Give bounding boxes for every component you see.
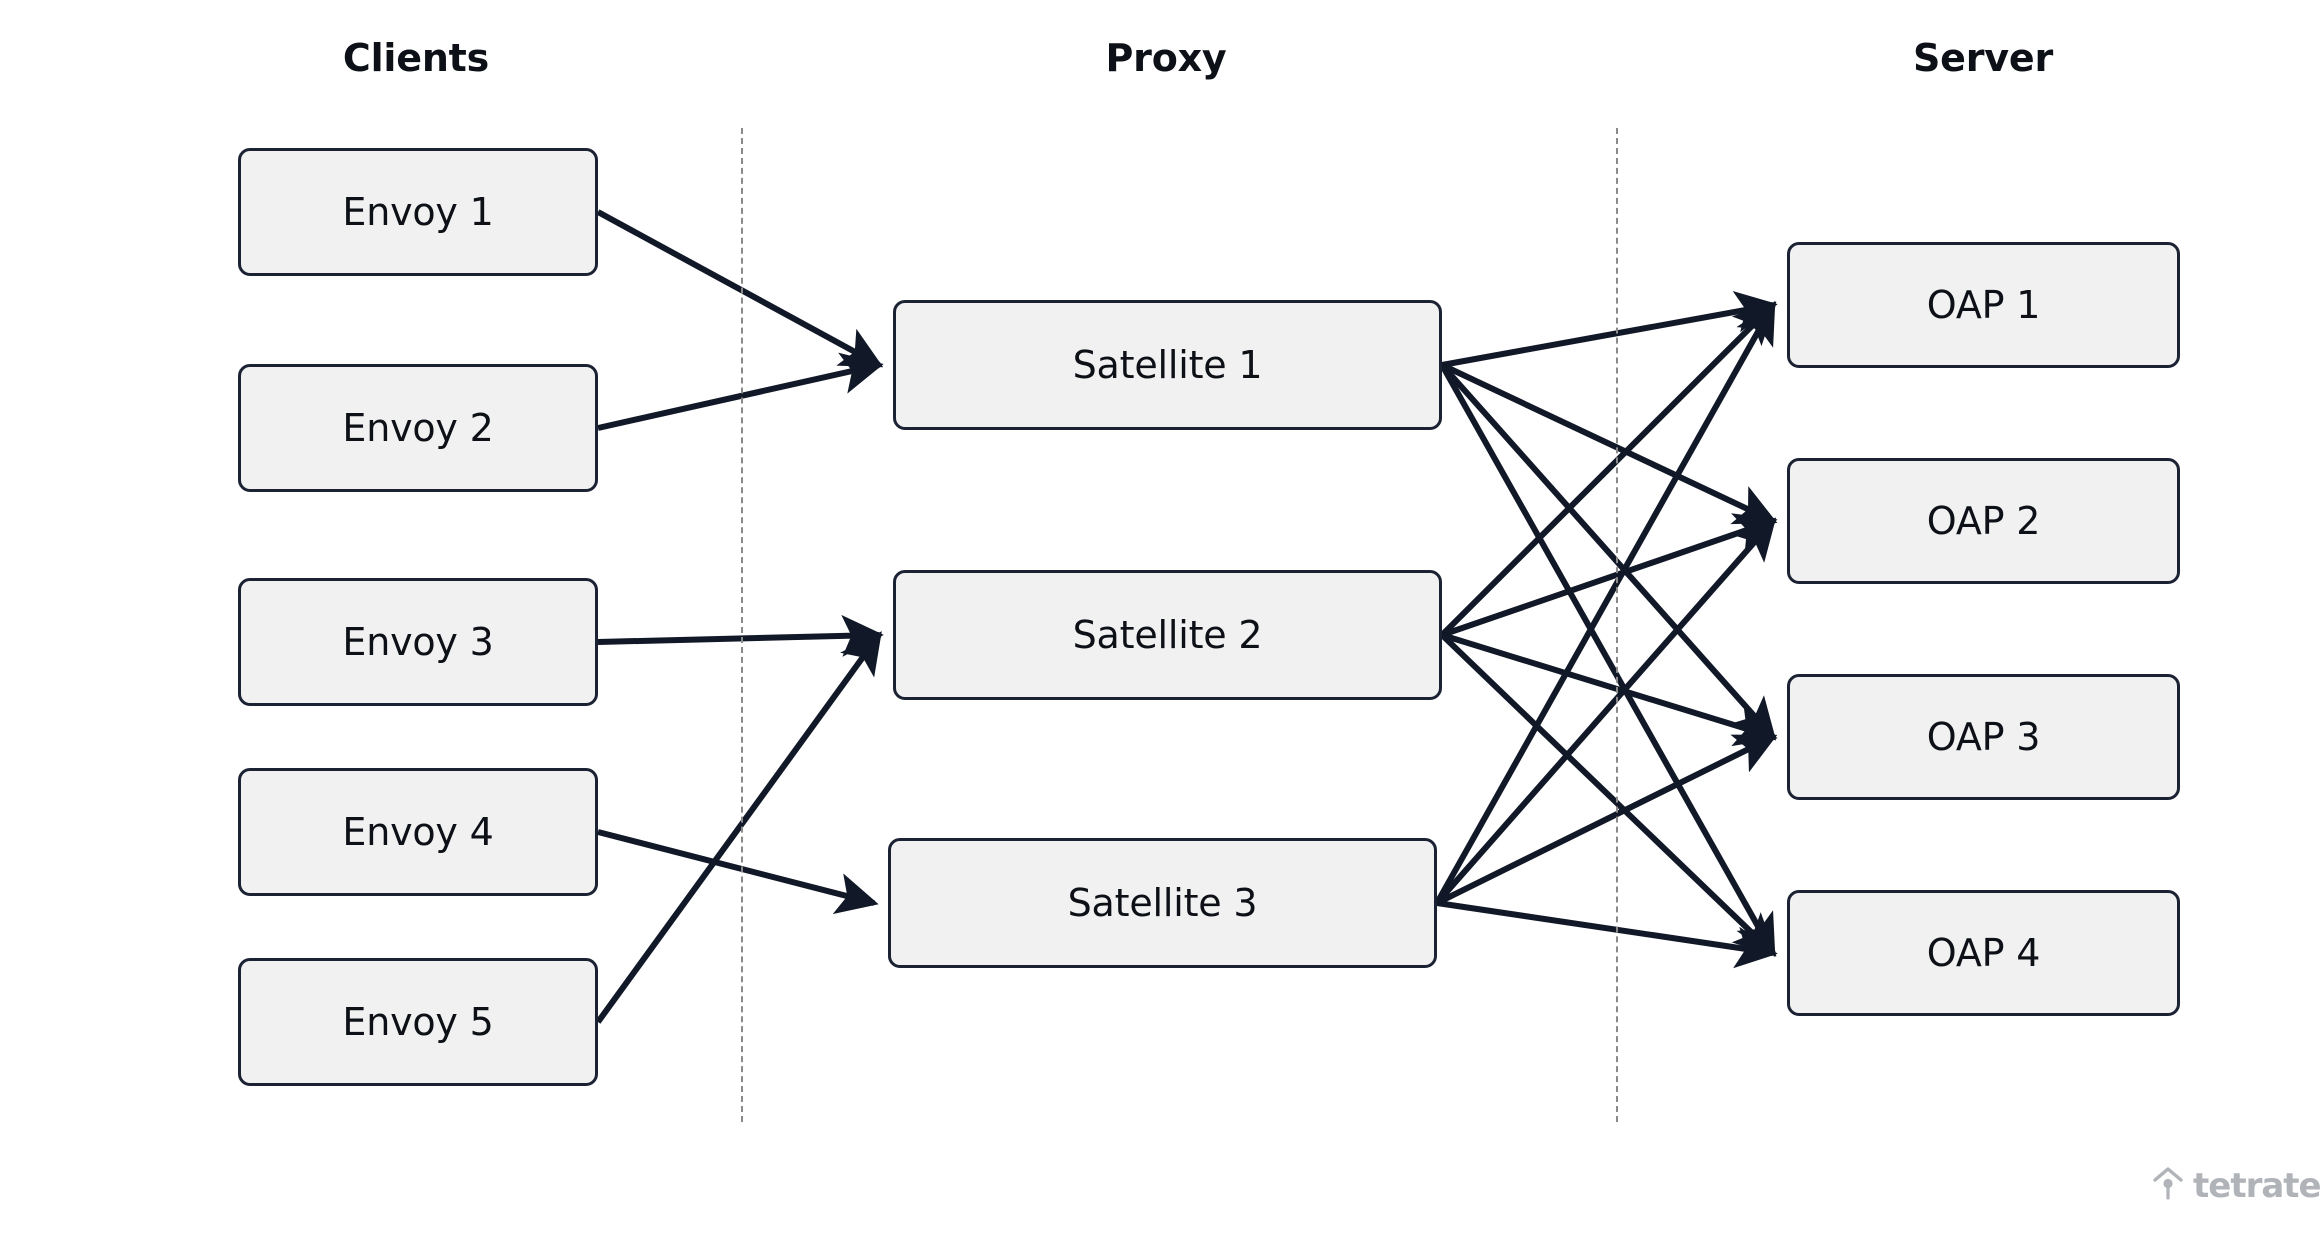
node-envoy-1-label: Envoy 1 [342,190,494,234]
node-oap-4-label: OAP 4 [1926,931,2041,975]
edge-satellite-1-to-oap-3 [1439,363,1777,741]
tetrate-logo-icon [2153,1167,2183,1205]
edge-envoy-4-to-satellite-3 [597,829,879,915]
edge-satellite-2-to-oap-2 [1441,513,1778,638]
edge-satellite-1-to-oap-1 [1441,290,1778,368]
proxy-server-divider [1616,128,1618,1122]
edge-satellite-3-to-oap-4 [1436,900,1778,969]
node-oap-4[interactable]: OAP 4 [1787,890,2180,1016]
edge-satellite-2-to-oap-4 [1439,632,1777,957]
node-envoy-3-label: Envoy 3 [342,620,494,664]
edge-envoy-2-to-satellite-1 [597,352,884,431]
edge-satellite-3-to-oap-3 [1435,734,1778,906]
edge-envoy-3-to-satellite-2 [597,614,884,657]
edge-envoy-5-to-satellite-2 [595,631,882,1024]
node-envoy-4[interactable]: Envoy 4 [238,768,598,896]
edge-satellite-2-to-oap-3 [1441,632,1778,747]
node-satellite-3[interactable]: Satellite 3 [888,838,1437,968]
edge-satellite-2-to-oap-1 [1439,301,1777,638]
node-envoy-3[interactable]: Envoy 3 [238,578,598,706]
column-title-clients: Clients [342,36,490,80]
edge-satellite-1-to-oap-2 [1440,362,1778,525]
edge-envoy-1-to-satellite-1 [596,209,884,368]
edge-satellite-1-to-oap-4 [1439,363,1776,958]
node-envoy-2[interactable]: Envoy 2 [238,364,598,492]
node-satellite-2[interactable]: Satellite 2 [893,570,1442,700]
edge-satellite-3-to-oap-1 [1434,300,1776,905]
node-oap-1-label: OAP 1 [1926,283,2041,327]
node-envoy-2-label: Envoy 2 [342,406,494,450]
node-satellite-1[interactable]: Satellite 1 [893,300,1442,430]
node-satellite-2-label: Satellite 2 [1072,613,1263,657]
node-oap-1[interactable]: OAP 1 [1787,242,2180,368]
node-oap-2[interactable]: OAP 2 [1787,458,2180,584]
tetrate-brand-text: tetrate [2193,1166,2322,1206]
column-title-proxy: Proxy [1105,36,1227,80]
node-envoy-5[interactable]: Envoy 5 [238,958,598,1086]
node-oap-2-label: OAP 2 [1926,499,2041,543]
clients-proxy-divider [741,128,743,1122]
node-oap-3-label: OAP 3 [1926,715,2041,759]
node-satellite-3-label: Satellite 3 [1067,881,1258,925]
node-envoy-1[interactable]: Envoy 1 [238,148,598,276]
node-envoy-5-label: Envoy 5 [342,1000,494,1044]
node-envoy-4-label: Envoy 4 [342,810,494,854]
tetrate-brand: tetrate [2153,1166,2322,1206]
column-title-server: Server [1913,36,2053,80]
node-oap-3[interactable]: OAP 3 [1787,674,2180,800]
edge-satellite-3-to-oap-2 [1434,517,1777,905]
node-satellite-1-label: Satellite 1 [1072,343,1263,387]
